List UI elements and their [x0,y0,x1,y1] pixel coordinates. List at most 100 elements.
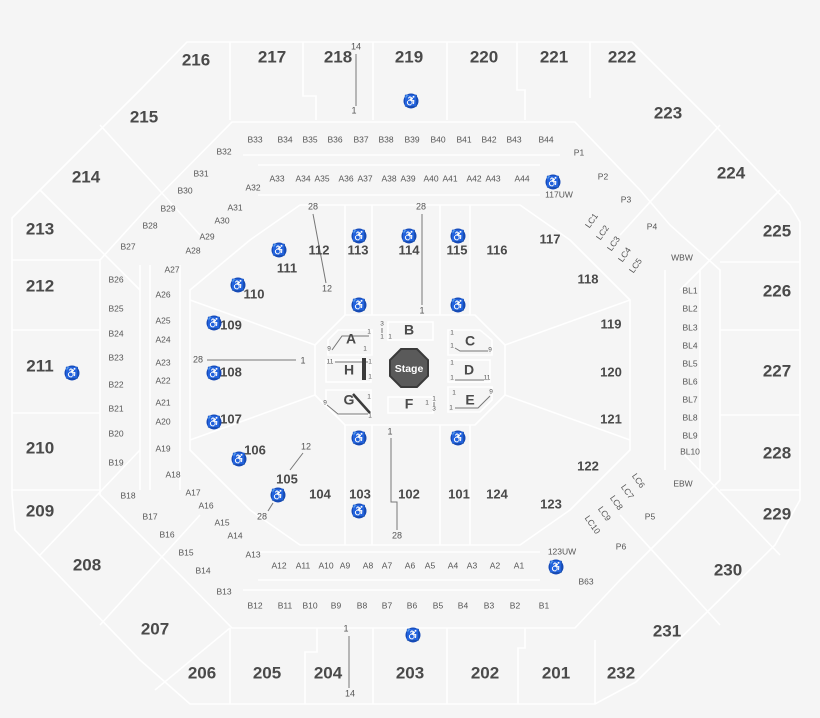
section-a40[interactable]: A40 [423,173,438,183]
section-bl5[interactable]: BL5 [682,358,697,368]
section-231[interactable]: 231 [653,621,681,640]
section-b28[interactable]: B28 [142,220,157,230]
section-226[interactable]: 226 [763,281,791,300]
stage[interactable]: Stage [389,348,429,388]
floor-section-f[interactable]: F [405,396,414,412]
section-113[interactable]: 113 [348,242,369,257]
section-a25[interactable]: A25 [155,315,170,325]
section-p3[interactable]: P3 [621,194,632,204]
section-104[interactable]: 104 [309,486,331,501]
section-p4[interactable]: P4 [647,221,658,231]
section-122[interactable]: 122 [577,458,599,473]
section-123uw[interactable]: 123UW [548,546,576,556]
section-a30[interactable]: A30 [214,215,229,225]
section-a11[interactable]: A11 [296,560,311,570]
section-232[interactable]: 232 [607,663,635,682]
section-222[interactable]: 222 [608,47,636,66]
section-a17[interactable]: A17 [185,487,200,497]
section-b37[interactable]: B37 [353,134,368,144]
section-a36[interactable]: A36 [338,173,353,183]
section-115[interactable]: 115 [447,242,468,257]
section-b9[interactable]: B9 [331,600,342,610]
section-b21[interactable]: B21 [108,403,123,413]
section-120[interactable]: 120 [600,364,622,379]
section-b24[interactable]: B24 [108,328,123,338]
section-a31[interactable]: A31 [227,202,242,212]
section-p2[interactable]: P2 [598,171,609,181]
section-123[interactable]: 123 [540,496,562,511]
section-a19[interactable]: A19 [155,443,170,453]
section-b3[interactable]: B3 [484,600,495,610]
section-114[interactable]: 114 [399,242,421,257]
section-p6[interactable]: P6 [616,541,627,551]
section-214[interactable]: 214 [72,167,101,186]
section-a38[interactable]: A38 [381,173,396,183]
section-b11[interactable]: B11 [278,600,293,610]
section-102[interactable]: 102 [398,486,420,501]
section-b23[interactable]: B23 [108,352,123,362]
section-ebw[interactable]: EBW [673,478,692,488]
section-b29[interactable]: B29 [160,203,175,213]
section-a39[interactable]: A39 [400,173,415,183]
section-b25[interactable]: B25 [108,303,123,313]
section-b19[interactable]: B19 [108,457,123,467]
section-a26[interactable]: A26 [155,289,170,299]
section-b43[interactable]: B43 [506,134,521,144]
section-bl8[interactable]: BL8 [682,412,697,422]
section-a44[interactable]: A44 [514,173,529,183]
section-208[interactable]: 208 [73,555,101,574]
section-b6[interactable]: B6 [407,600,418,610]
section-118[interactable]: 118 [578,271,599,286]
section-b26[interactable]: B26 [108,274,123,284]
section-a33[interactable]: A33 [269,173,284,183]
section-bl7[interactable]: BL7 [682,394,697,404]
section-a27[interactable]: A27 [164,264,179,274]
section-124[interactable]: 124 [486,486,508,501]
section-112[interactable]: 112 [309,242,330,257]
section-209[interactable]: 209 [26,501,54,520]
section-a43[interactable]: A43 [485,173,500,183]
section-bl2[interactable]: BL2 [682,303,697,313]
section-101[interactable]: 101 [448,486,470,501]
section-bl6[interactable]: BL6 [682,376,697,386]
section-b36[interactable]: B36 [327,134,342,144]
section-a14[interactable]: A14 [227,530,242,540]
section-b27[interactable]: B27 [120,241,135,251]
section-a13[interactable]: A13 [245,549,260,559]
section-a2[interactable]: A2 [490,560,501,570]
section-105[interactable]: 105 [276,471,298,486]
section-a5[interactable]: A5 [425,560,436,570]
section-b34[interactable]: B34 [277,134,292,144]
section-a7[interactable]: A7 [382,560,393,570]
section-a23[interactable]: A23 [155,357,170,367]
section-bl3[interactable]: BL3 [682,322,697,332]
section-106[interactable]: 106 [244,442,266,457]
section-b13[interactable]: B13 [216,586,231,596]
section-b42[interactable]: B42 [481,134,496,144]
section-b63[interactable]: B63 [578,576,593,586]
section-117uw[interactable]: 117UW [545,189,573,199]
section-a16[interactable]: A16 [198,500,213,510]
section-b32[interactable]: B32 [216,146,231,156]
section-203[interactable]: 203 [396,663,424,682]
section-a21[interactable]: A21 [155,397,170,407]
floor-section-h[interactable]: H [344,362,354,378]
section-225[interactable]: 225 [763,221,791,240]
section-a9[interactable]: A9 [340,560,351,570]
section-121[interactable]: 121 [600,411,622,426]
section-b20[interactable]: B20 [108,428,123,438]
section-a42[interactable]: A42 [466,173,481,183]
section-bl1[interactable]: BL1 [682,285,697,295]
section-a32[interactable]: A32 [245,182,260,192]
section-108[interactable]: 108 [220,364,242,379]
section-b2[interactable]: B2 [510,600,521,610]
section-bl4[interactable]: BL4 [682,340,697,350]
section-a10[interactable]: A10 [318,560,333,570]
section-b31[interactable]: B31 [193,168,208,178]
section-206[interactable]: 206 [188,663,216,682]
section-b7[interactable]: B7 [382,600,393,610]
section-230[interactable]: 230 [714,560,742,579]
section-201[interactable]: 201 [542,663,570,682]
section-213[interactable]: 213 [26,219,54,238]
section-a34[interactable]: A34 [295,173,310,183]
